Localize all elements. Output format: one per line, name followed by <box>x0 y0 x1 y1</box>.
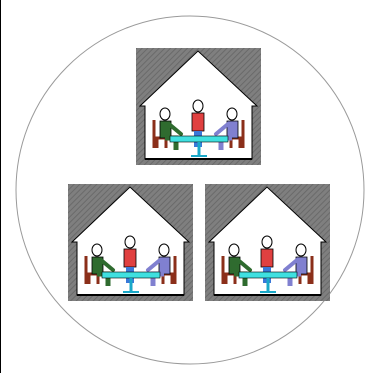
house-top <box>136 48 261 165</box>
table-top <box>102 272 160 278</box>
head <box>160 108 170 120</box>
torso <box>261 249 273 267</box>
head <box>159 244 169 256</box>
head <box>229 244 239 256</box>
head <box>125 236 135 248</box>
head <box>227 108 237 120</box>
torso <box>192 113 204 131</box>
house-bottom-right <box>205 184 330 301</box>
head <box>296 244 306 256</box>
table-top <box>239 272 297 278</box>
torso <box>124 249 136 267</box>
house-bottom-left <box>68 184 193 301</box>
table-top <box>170 136 228 142</box>
head <box>92 244 102 256</box>
head <box>262 236 272 248</box>
head <box>193 100 203 112</box>
